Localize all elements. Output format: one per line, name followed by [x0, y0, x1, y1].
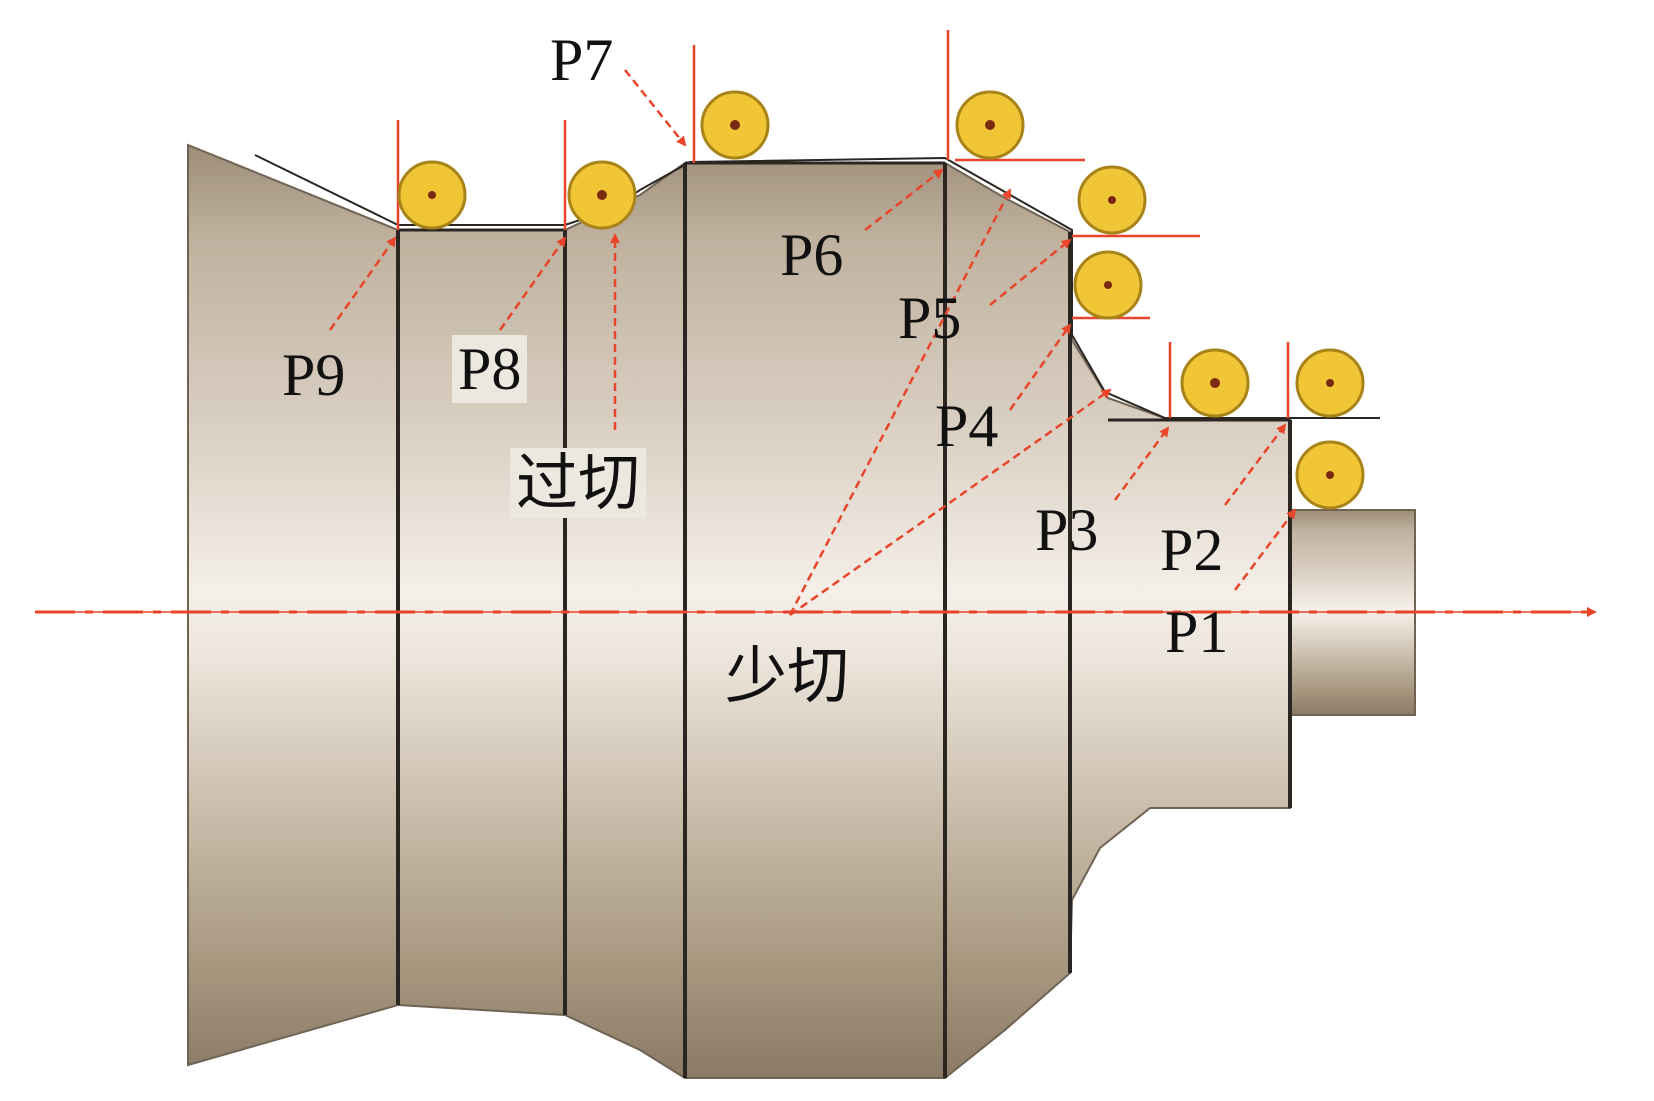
arrow-p9: [328, 236, 397, 331]
round-insert-icon-p3: [1180, 348, 1250, 418]
arrow-p8: [498, 236, 567, 331]
label-p3: P3: [1035, 497, 1099, 563]
label-p5: P5: [898, 285, 962, 351]
label-p1: P1: [1165, 599, 1229, 665]
arrow-p3: [1113, 426, 1170, 501]
label-overcut: 过切: [510, 448, 647, 518]
profile-edges: [398, 161, 1290, 422]
step-edges: [396, 163, 1292, 1078]
round-insert-icon-p8: [567, 160, 637, 230]
label-p9: P9: [282, 342, 346, 408]
arrow-p5: [989, 238, 1072, 306]
round-insert-icon-p7: [700, 90, 770, 160]
label-p8: P8: [452, 335, 528, 403]
round-insert-icon-p1: [1295, 440, 1365, 510]
arrow-p6: [864, 168, 944, 231]
round-insert-icon-p4: [1073, 250, 1143, 320]
round-insert-icon-p5: [1077, 165, 1147, 235]
label-p7: P7: [550, 27, 614, 93]
round-insert-icon-p6: [955, 90, 1025, 160]
label-p6: P6: [780, 222, 844, 288]
arrow-undercut-1: [788, 188, 1012, 616]
annotation-arrows: [328, 69, 1297, 617]
contact-crosshairs: [396, 30, 1290, 418]
label-p2: P2: [1160, 517, 1224, 583]
arrow-p1: [1234, 508, 1297, 591]
arrow-p2: [1224, 423, 1287, 506]
arrow-undercut-2: [789, 388, 1112, 617]
round-insert-icon-p9: [397, 160, 467, 230]
label-undercut: 少切: [725, 639, 850, 712]
label-p4: P4: [935, 393, 999, 459]
arrow-p4: [1008, 323, 1072, 411]
arrow-p7: [624, 69, 687, 147]
tool-path-line: [254, 154, 1380, 419]
tool-inserts: [397, 90, 1365, 510]
round-insert-icon-p2: [1295, 348, 1365, 418]
